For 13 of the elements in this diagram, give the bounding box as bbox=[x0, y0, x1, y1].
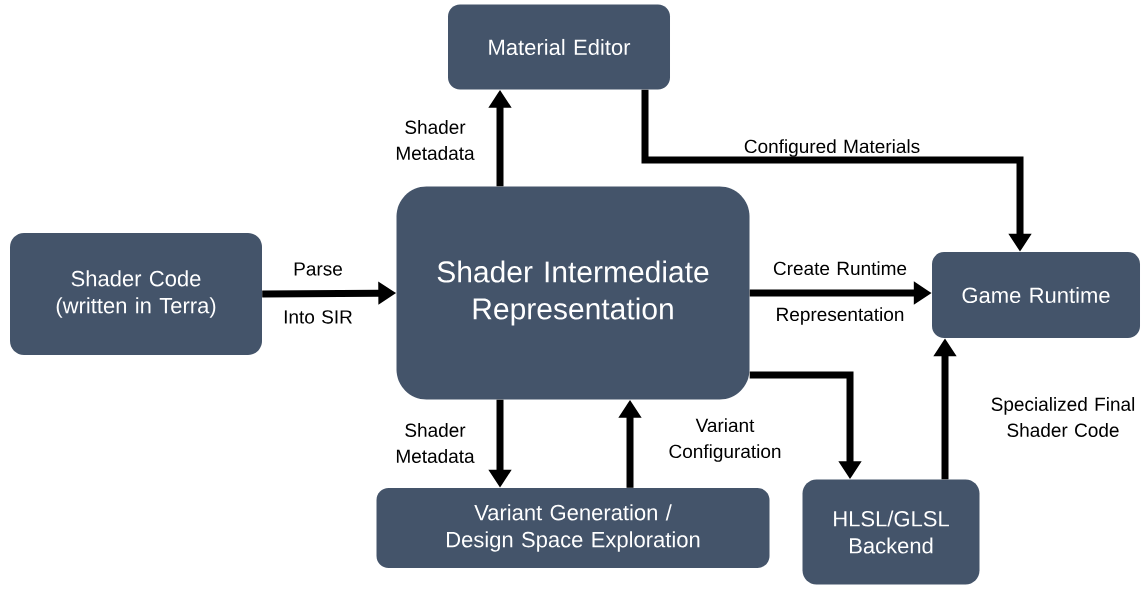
process-box: HLSL/GLSL Backend bbox=[802, 479, 980, 585]
edge-label: Variant Configuration bbox=[669, 418, 781, 462]
process-box: Material Editor bbox=[448, 4, 670, 90]
edge-label: Configured Materials bbox=[744, 139, 920, 157]
process-box: Game Runtime bbox=[932, 252, 1140, 338]
process-box: Variant Generation / Design Space Exploration bbox=[376, 488, 770, 568]
edge-label: Parse Into SIR bbox=[284, 262, 352, 324]
edge-label: Specialized Final Shader Code bbox=[991, 397, 1135, 437]
process-box: Shader Code (written in Terra) bbox=[10, 233, 262, 355]
edge-label: Create Runtime Representation bbox=[773, 261, 907, 325]
process-box: Shader Intermediate Representation bbox=[396, 186, 750, 400]
edge-label: Shader Metadata bbox=[396, 120, 475, 160]
edge-label: Shader Metadata bbox=[396, 423, 475, 463]
